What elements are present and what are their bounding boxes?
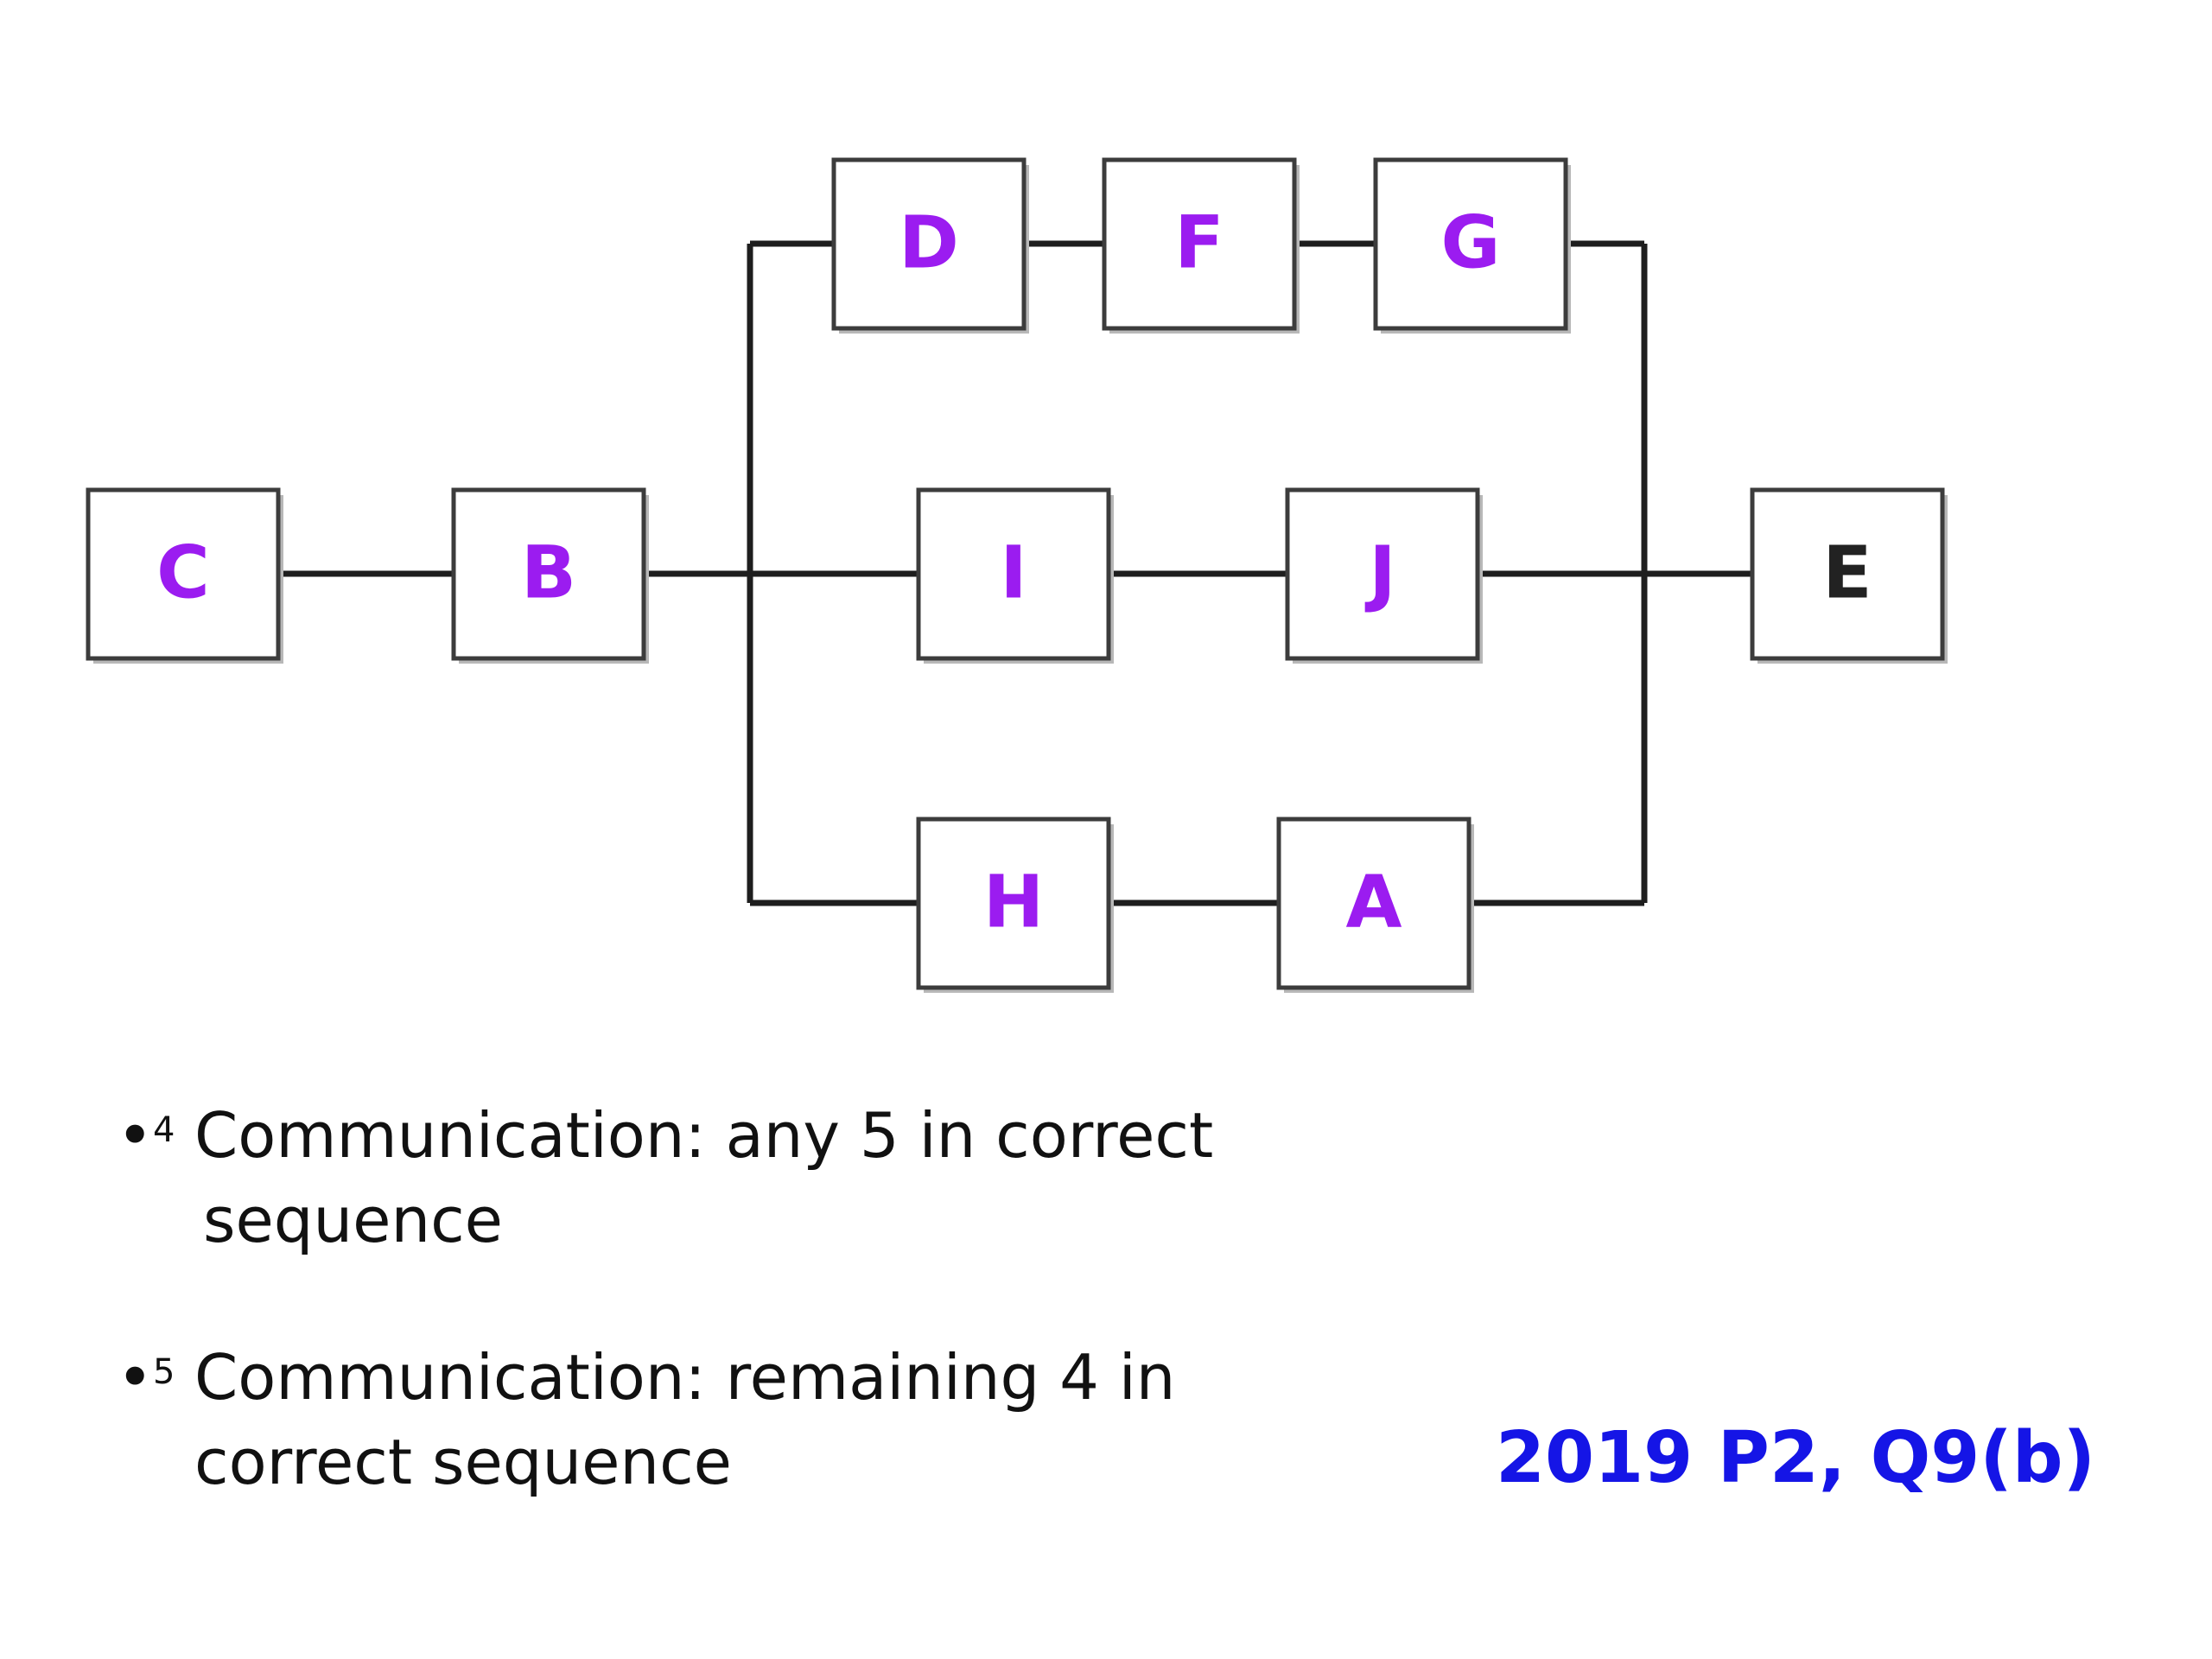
- node-box: [1750, 487, 1945, 661]
- node-g: G: [1373, 157, 1571, 334]
- network-diagram: C B D F G I J H A E: [86, 157, 1948, 993]
- node-e: E: [1750, 487, 1948, 664]
- marking-point-number: 4: [153, 1110, 175, 1150]
- node-a: A: [1276, 817, 1474, 993]
- node-label: B: [521, 530, 576, 614]
- node-boxes: C B D F G I J H A E: [86, 157, 1948, 993]
- criterion-text: Communication: any 5 in correct: [194, 1099, 1214, 1172]
- node-d: D: [831, 157, 1029, 334]
- node-f: F: [1102, 157, 1300, 334]
- node-h: H: [916, 817, 1114, 993]
- node-c: C: [86, 487, 283, 664]
- node-j: J: [1285, 487, 1483, 664]
- node-label: C: [156, 530, 210, 614]
- node-box: [1102, 157, 1297, 331]
- node-label: A: [1345, 859, 1402, 944]
- node-box: [831, 157, 1027, 331]
- criterion-text-continued: correct sequence: [194, 1426, 732, 1498]
- node-label: E: [1822, 530, 1872, 614]
- question-reference: 2019 P2, Q9(b): [1495, 1417, 2095, 1499]
- node-label: J: [1364, 530, 1395, 614]
- node-label: H: [983, 859, 1044, 944]
- node-label: G: [1441, 200, 1501, 284]
- connector-lines: [278, 240, 1752, 906]
- criterion-text-continued: sequence: [203, 1184, 503, 1256]
- node-label: I: [1000, 530, 1027, 614]
- criterion-text: Communication: remaining 4 in: [194, 1341, 1176, 1414]
- node-label: D: [899, 200, 959, 284]
- node-box: [86, 487, 281, 661]
- node-box: [1373, 157, 1568, 331]
- node-box: [1276, 817, 1471, 990]
- node-box: [1285, 487, 1480, 661]
- bullet-marker: •: [117, 1341, 154, 1414]
- node-i: I: [916, 487, 1114, 664]
- node-label: F: [1174, 200, 1224, 284]
- bullet-marker: •: [117, 1099, 154, 1172]
- node-b: B: [451, 487, 649, 664]
- node-box: [916, 817, 1111, 990]
- node-box: [916, 487, 1111, 661]
- node-box: [451, 487, 646, 661]
- marking-point-number: 5: [153, 1352, 175, 1392]
